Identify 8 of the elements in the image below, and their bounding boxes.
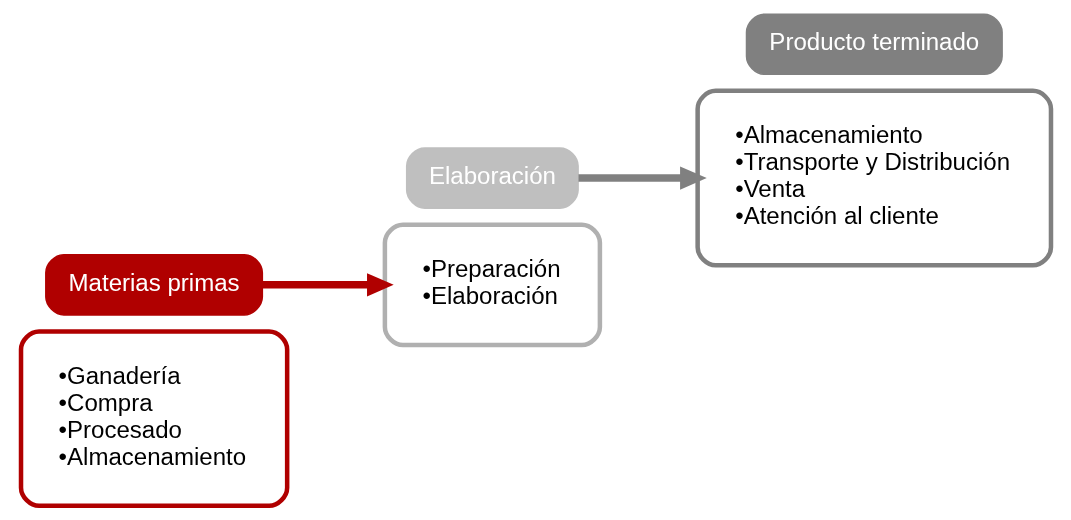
arrow — [577, 166, 707, 190]
node-box: •Ganadería •Compra •Procesado •Almacenamiento — [18, 329, 289, 509]
node-box: Elaboración — [405, 147, 579, 209]
node-box: Materias primas — [44, 254, 263, 316]
node-box: •Preparación •Elaboración — [382, 222, 602, 348]
arrow — [262, 273, 394, 297]
node-box: •Almacenamiento •Transporte y Distribución •Venta •Atención al cliente — [694, 88, 1053, 268]
node-box: Producto terminado — [745, 13, 1003, 76]
